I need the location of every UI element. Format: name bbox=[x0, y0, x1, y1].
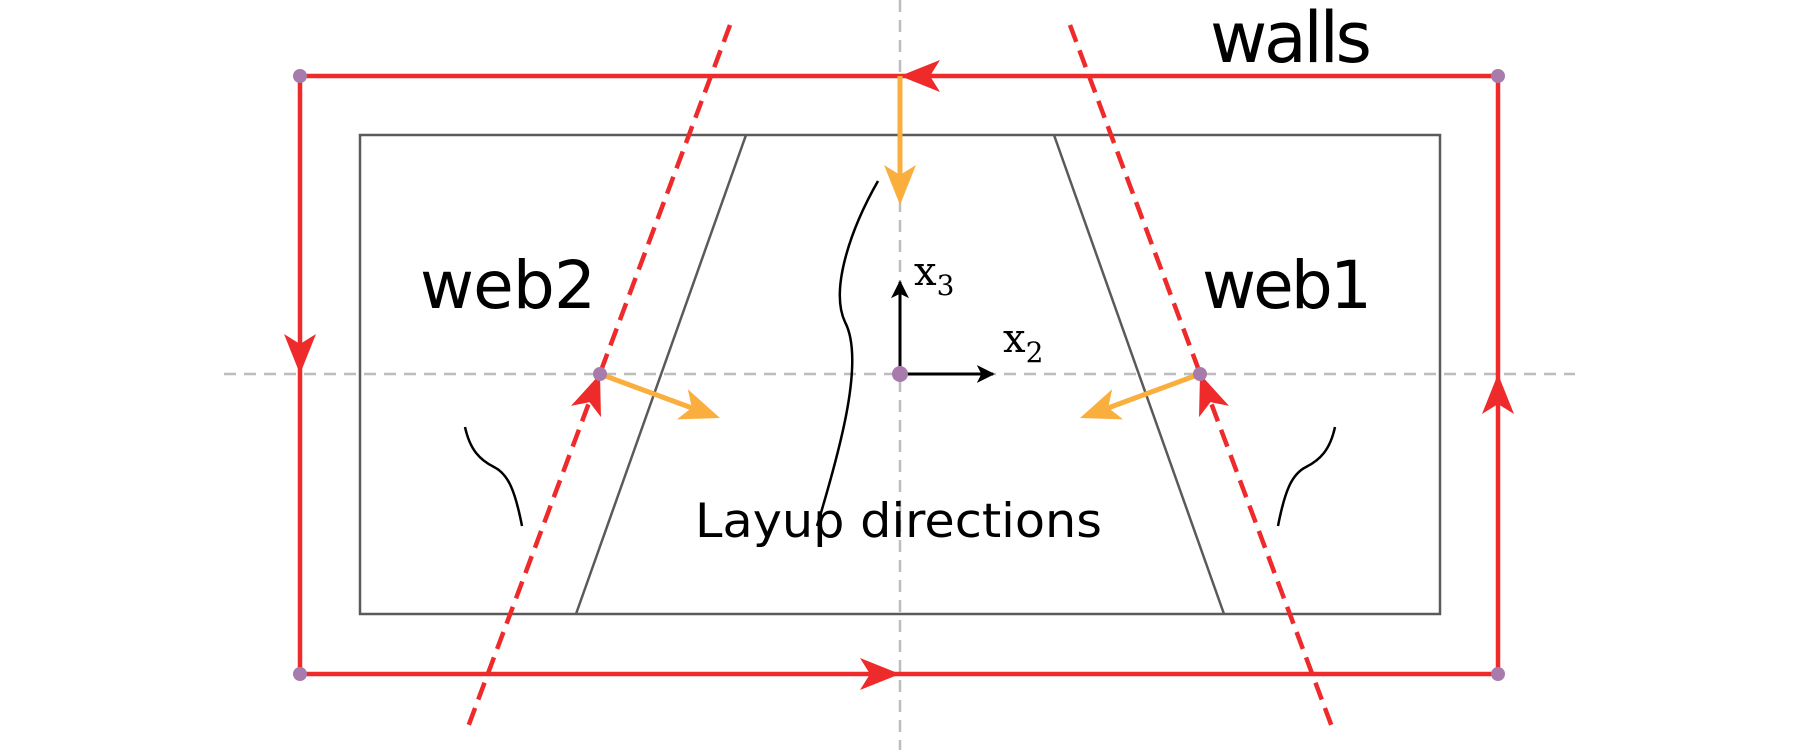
node-top-left bbox=[293, 69, 307, 83]
node-bottom-right bbox=[1491, 667, 1505, 681]
web2-direction-arrow-icon bbox=[571, 374, 601, 418]
web2-path bbox=[465, 24, 733, 728]
node-web2 bbox=[593, 367, 607, 381]
web2-layup-arrow bbox=[599, 371, 693, 411]
walls-bottom-direction-arrow-icon bbox=[860, 658, 900, 690]
walls-right-direction-arrow-icon bbox=[1482, 374, 1514, 414]
layup-leader-center bbox=[815, 180, 880, 527]
web1-label: web1 bbox=[1202, 247, 1372, 324]
web1-layup-arrow bbox=[1107, 371, 1201, 411]
node-origin bbox=[892, 366, 908, 382]
node-web1 bbox=[1193, 367, 1207, 381]
web1-inner-edge bbox=[1052, 134, 1226, 615]
web2-label: web2 bbox=[420, 247, 596, 324]
walls-left-direction-arrow-icon bbox=[284, 334, 316, 374]
layup-leader-left bbox=[463, 426, 524, 527]
web2-layup-arrowhead-icon bbox=[676, 389, 720, 420]
web2-inner-edge bbox=[574, 134, 748, 615]
walls-layup-arrowhead-icon bbox=[884, 165, 916, 205]
web1-direction-arrow-icon bbox=[1199, 374, 1229, 418]
node-top-right bbox=[1491, 69, 1505, 83]
walls-top-direction-arrow-icon bbox=[900, 60, 940, 92]
web1-layup-arrowhead-icon bbox=[1080, 389, 1124, 420]
layup-directions-label: Layup directions bbox=[695, 494, 1102, 549]
x3-axis-label: x3 bbox=[914, 249, 954, 302]
web1-path bbox=[1067, 24, 1335, 728]
x2-axis-label: x2 bbox=[1003, 316, 1043, 369]
layup-leader-right bbox=[1276, 426, 1337, 527]
node-bottom-left bbox=[293, 667, 307, 681]
walls-label: walls bbox=[1210, 0, 1372, 79]
